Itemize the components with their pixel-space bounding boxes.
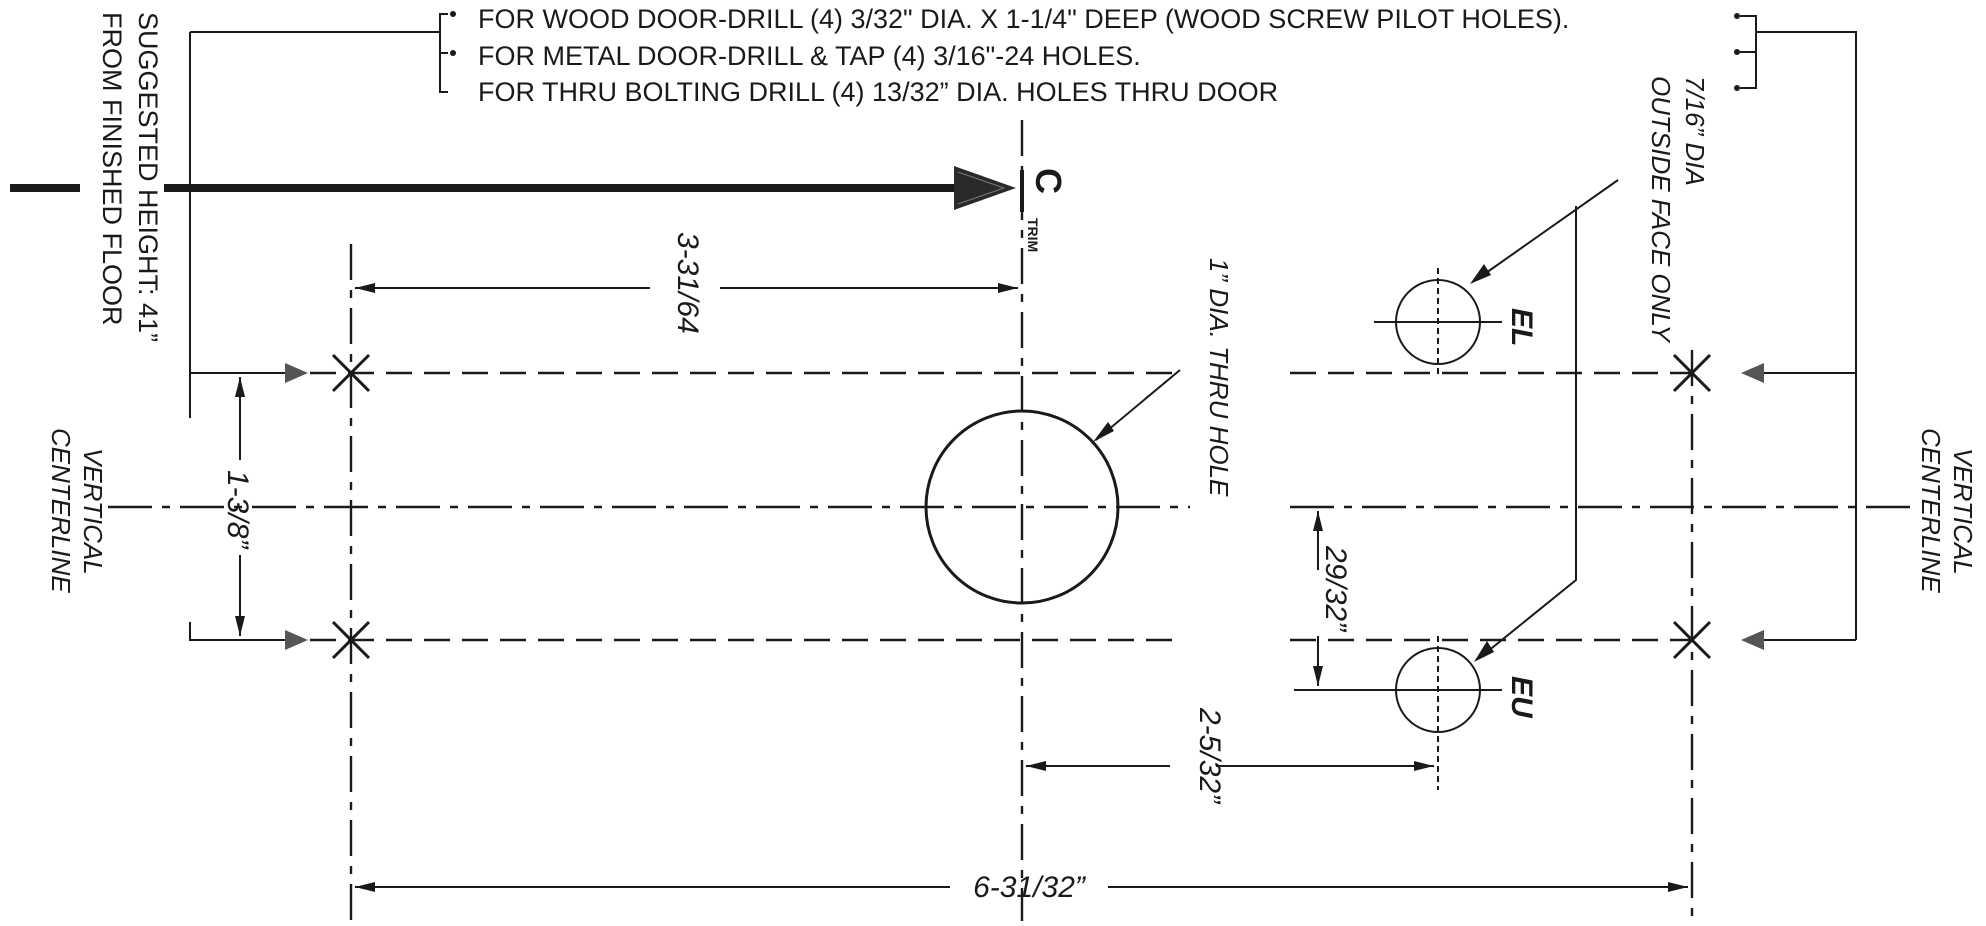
centerline-trim-symbol: C TRIM xyxy=(1020,168,1069,252)
el-hole: EL xyxy=(1374,268,1538,376)
height-arrow xyxy=(10,166,1016,210)
svg-text:1-3/8”: 1-3/8” xyxy=(221,470,254,550)
dimension-top-offset: 3-31/64 xyxy=(355,232,1018,334)
note-thru-bolting: FOR THRU BOLTING DRILL (4) 13/32” DIA. H… xyxy=(478,77,1278,107)
dimension-vertical-spacing: 1-3/8” xyxy=(221,377,254,636)
svg-text:CENTERLINE: CENTERLINE xyxy=(1916,428,1946,593)
svg-text:2-5/32”: 2-5/32” xyxy=(1193,707,1226,805)
small-hole-callout: 7/16” DIA OUTSIDE FACE ONLY xyxy=(1470,76,1710,662)
svg-text:FROM FINISHED FLOOR: FROM FINISHED FLOOR xyxy=(97,12,127,326)
vertical-centerline-right-label: VERTICAL CENTERLINE xyxy=(1916,428,1978,593)
drill-notes: FOR WOOD DOOR-DRILL (4) 3/32" DIA. X 1-1… xyxy=(439,4,1757,107)
svg-text:EL: EL xyxy=(1505,308,1538,346)
dimension-eu-horizontal: 2-5/32” xyxy=(1026,707,1434,805)
svg-text:C: C xyxy=(1028,168,1069,194)
svg-text:SUGGESTED HEIGHT: 41”: SUGGESTED HEIGHT: 41” xyxy=(133,12,163,342)
dimension-overall-width: 6-31/32” xyxy=(355,871,1688,904)
suggested-height-label: SUGGESTED HEIGHT: 41” FROM FINISHED FLOO… xyxy=(97,12,163,342)
note-metal-door: FOR METAL DOOR-DRILL & TAP (4) 3/16"-24 … xyxy=(478,41,1141,71)
svg-text:OUTSIDE FACE ONLY: OUTSIDE FACE ONLY xyxy=(1646,76,1676,343)
mounting-hole-marks xyxy=(331,353,1712,660)
svg-text:VERTICAL: VERTICAL xyxy=(1948,448,1978,575)
svg-text:6-31/32”: 6-31/32” xyxy=(973,871,1087,904)
svg-text:CENTERLINE: CENTERLINE xyxy=(46,428,76,593)
left-row-arrows xyxy=(189,363,308,650)
right-row-arrows xyxy=(1741,363,1856,650)
svg-text:VERTICAL: VERTICAL xyxy=(78,448,108,575)
svg-text:7/16” DIA: 7/16” DIA xyxy=(1680,76,1710,186)
vertical-centerline-left-label: VERTICAL CENTERLINE xyxy=(46,428,108,593)
svg-text:29/32”: 29/32” xyxy=(1319,545,1352,633)
svg-text:1” DIA. THRU HOLE: 1” DIA. THRU HOLE xyxy=(1204,258,1234,497)
eu-hole: EU xyxy=(1294,636,1538,790)
note-wood-door: FOR WOOD DOOR-DRILL (4) 3/32" DIA. X 1-1… xyxy=(478,4,1569,34)
svg-text:EU: EU xyxy=(1505,676,1538,719)
dimension-eu-offset: 29/32” xyxy=(1313,511,1352,686)
thru-hole: 1” DIA. THRU HOLE xyxy=(924,258,1234,605)
svg-text:3-31/64: 3-31/64 xyxy=(671,232,704,334)
svg-text:TRIM: TRIM xyxy=(1025,218,1041,252)
